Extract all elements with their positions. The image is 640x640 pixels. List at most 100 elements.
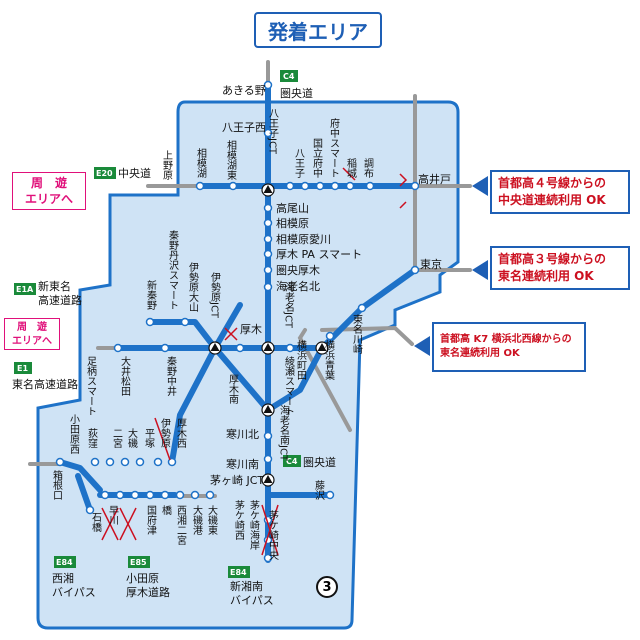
place-labels: あきる野 八王子西 高井戸 高尾山 相模原 相模原愛川 厚木 PA スマート 圏… [210, 84, 451, 487]
label-hachioji-nishi: 八王子西 [222, 121, 266, 134]
station-dots [55, 80, 420, 563]
e85-badge [128, 556, 150, 568]
loop-area-link-upper[interactable]: 周 遊 エリアへ [12, 172, 86, 210]
e1a-badge [14, 283, 36, 295]
label-kozu: 国府津 [145, 505, 157, 536]
label-nishisho-ninomiya: 西湘二宮 [175, 505, 187, 546]
e85-name-1: 小田原 [126, 572, 159, 585]
e1-badge [14, 362, 32, 374]
loop-lower-line2: エリアへ [12, 335, 52, 347]
note-arrows [414, 176, 488, 356]
e1a-badge-text: E1A [16, 285, 34, 294]
e20-badge-text: E20 [96, 169, 113, 178]
tomei-arrow-icon [472, 260, 488, 280]
label-hachioji-jct: 八王子JCT [267, 108, 279, 155]
label-samukawa-minami: 寒川南 [226, 457, 259, 471]
jct-isehara-icon [208, 341, 222, 355]
label-sagamihara-aikawa: 相模原愛川 [276, 233, 331, 246]
note-chuo-line1: 首都高４号線からの [498, 176, 607, 191]
label-isehara: 伊勢原 [159, 418, 171, 448]
c4-top-badge [280, 70, 298, 82]
loop-upper-line2: エリアへ [24, 192, 73, 207]
label-takaido: 高井戸 [418, 172, 451, 186]
label-ebina-jct: 海老名JCT [283, 281, 295, 329]
page-number: 3 [316, 576, 338, 598]
label-tokyo: 東京 [420, 257, 442, 271]
label-chofu: 調布 [362, 157, 374, 179]
label-isehara-jct: 伊勢原JCT [209, 272, 221, 319]
label-oiso-port: 大磯港 [191, 504, 203, 535]
label-chigasaki-jct: 茅ヶ崎 JCT [210, 473, 264, 487]
c4-mid-name: 圏央道 [303, 455, 336, 469]
label-sagamihara: 相模原 [276, 217, 309, 230]
label-atsugi-nishi: 厚木西 [175, 418, 187, 448]
label-yokohama-aoba: 横浜青葉 [323, 339, 335, 381]
road-badges: C4 E20 E1A E1 C4 E84 E85 E84 [14, 70, 301, 578]
label-sagamiko-higashi: 相模湖東 [225, 139, 237, 181]
label-chigasaki-nishi: 茅ケ崎西 [233, 500, 245, 540]
label-chigasaki-kaigan: 茅ケ崎海岸 [248, 500, 260, 551]
label-hadano-tanzawa: 秦野丹沢スマート [167, 229, 179, 310]
e84-left-name-1: 西湘 [52, 571, 74, 585]
label-ebina-kita: 海老名北 [276, 279, 320, 293]
note-k7: 首都高 K7 横浜北西線からの 東名連続利用 OK [432, 322, 586, 372]
jct-ebina-icon [261, 341, 275, 355]
label-kunitachifuchu: 国立府中 [311, 138, 323, 179]
label-odawara-nishi: 小田原西 [68, 414, 80, 454]
label-yokohama-machida: 横浜町田 [295, 339, 307, 380]
label-takaosan: 高尾山 [276, 201, 309, 215]
note-k7-line1: 首都高 K7 横浜北西線からの [440, 334, 572, 345]
label-shin-hadano: 新秦野 [145, 279, 157, 310]
c4-top-name: 圏央道 [280, 86, 313, 100]
c4-top-badge-text: C4 [283, 72, 295, 81]
loop-area-link-lower[interactable]: 周 遊 エリアへ [4, 318, 60, 350]
k7-arrow-icon [414, 336, 430, 356]
label-oiso: 大磯 [126, 427, 138, 449]
road-names: 圏央道 中央道 新東名 高速道路 東名高速道路 圏央道 西湘 バイパス 小田原 … [12, 86, 336, 607]
label-uenohara: 上野原 [161, 150, 173, 180]
e1-badge-text: E1 [17, 364, 28, 373]
jct-tomei-icon [315, 341, 329, 355]
jct-chigasaki-icon [261, 473, 275, 487]
chuo-arrow-icon [472, 176, 488, 196]
label-tomei-ebina: 東名川崎 [351, 313, 363, 354]
page-title: 発着エリア [254, 12, 382, 48]
label-hachioji: 八王子 [293, 148, 305, 178]
c4-mid-badge [283, 455, 301, 467]
label-ebina-minami-jct: 海老名南JCT [278, 404, 290, 462]
label-fujisawa: 藤沢 [313, 480, 325, 501]
label-hakoneguchi: 箱根口 [51, 469, 63, 500]
label-oiso-higashi: 大磯東 [206, 504, 218, 536]
label-ashigara-smart: 足柄スマート [85, 356, 97, 416]
label-chigasaki-chuo: 茅ケ崎中央 [267, 510, 279, 561]
label-akiruno: あきる野 [222, 84, 266, 97]
jct-ebina-minami-icon [261, 403, 275, 417]
label-samukawa-kita: 寒川北 [226, 427, 259, 441]
jct-markers [208, 183, 329, 487]
note-tomei-line1: 首都高３号線からの [498, 252, 607, 267]
jct-hachioji-icon [261, 183, 275, 197]
label-kenohatsugi: 圏央厚木 [276, 264, 320, 277]
e20-badge [94, 167, 116, 179]
label-ogikubo: 荻窪 [86, 428, 98, 448]
label-hiratsuka: 平塚 [143, 428, 155, 449]
e1a-name-1: 新東名 [38, 279, 71, 293]
e84-mid-name-1: 新湘南 [230, 579, 263, 593]
e85-badge-text: E85 [130, 558, 147, 567]
label-hashi: 橋 [160, 504, 172, 516]
label-futaba: 二宮 [111, 428, 123, 449]
e84-mid-name-2: バイパス [230, 594, 274, 607]
e84-left-badge-text: E84 [56, 558, 73, 567]
e84-left-name-2: バイパス [52, 586, 96, 599]
e20-name: 中央道 [118, 166, 151, 180]
e85-name-2: 厚木道路 [126, 585, 170, 599]
label-atsugi-minami: 厚木南 [227, 374, 239, 404]
e84-mid-badge [228, 566, 250, 578]
label-oimatsuda: 大井松田 [119, 355, 131, 396]
loop-upper-line1: 周 遊 [30, 176, 67, 190]
label-atsugi: 厚木 [240, 323, 262, 336]
loop-lower-line1: 周 遊 [17, 322, 47, 333]
label-fuchu-smart: 府中スマート [328, 117, 340, 178]
direction-marks [101, 167, 408, 556]
